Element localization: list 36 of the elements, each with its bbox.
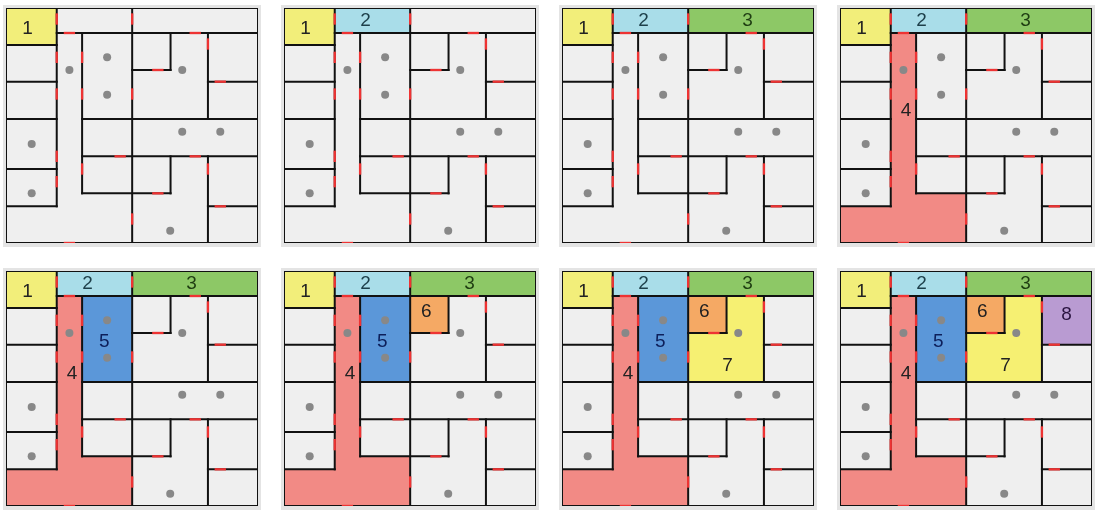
region-number: 2 bbox=[82, 272, 93, 292]
region-number: 5 bbox=[377, 330, 388, 350]
region-number: 3 bbox=[742, 272, 753, 292]
region-number: 1 bbox=[578, 17, 589, 37]
region-number: 4 bbox=[344, 362, 356, 382]
region-number: 2 bbox=[360, 9, 371, 29]
region-number: 8 bbox=[1061, 303, 1072, 323]
region-number: 3 bbox=[1020, 9, 1031, 29]
region-number: 2 bbox=[638, 272, 649, 292]
region-number: 7 bbox=[1000, 354, 1011, 374]
region-number: 1 bbox=[22, 17, 33, 37]
region-number: 1 bbox=[22, 280, 33, 300]
region-number: 5 bbox=[933, 330, 944, 350]
region-number: 3 bbox=[742, 9, 753, 29]
region-number: 2 bbox=[638, 9, 649, 29]
region-number: 1 bbox=[578, 280, 589, 300]
region-number: 4 bbox=[66, 362, 78, 382]
region-number: 1 bbox=[856, 17, 867, 37]
region-number: 1 bbox=[300, 17, 311, 37]
region-number: 3 bbox=[186, 272, 197, 292]
region-number: 6 bbox=[699, 300, 710, 320]
region-number: 4 bbox=[900, 362, 912, 382]
region-number: 3 bbox=[464, 272, 475, 292]
region-number: 1 bbox=[300, 280, 311, 300]
region-number: 4 bbox=[900, 99, 912, 119]
region-number: 6 bbox=[421, 300, 432, 320]
region-number: 5 bbox=[99, 330, 110, 350]
region-number: 6 bbox=[977, 300, 988, 320]
region-number: 4 bbox=[622, 362, 634, 382]
region-number: 7 bbox=[722, 354, 733, 374]
region-number: 2 bbox=[916, 272, 927, 292]
region-number: 1 bbox=[856, 280, 867, 300]
region-number: 2 bbox=[360, 272, 371, 292]
region-number: 3 bbox=[1020, 272, 1031, 292]
region-number: 2 bbox=[916, 9, 927, 29]
region-number: 5 bbox=[655, 330, 666, 350]
